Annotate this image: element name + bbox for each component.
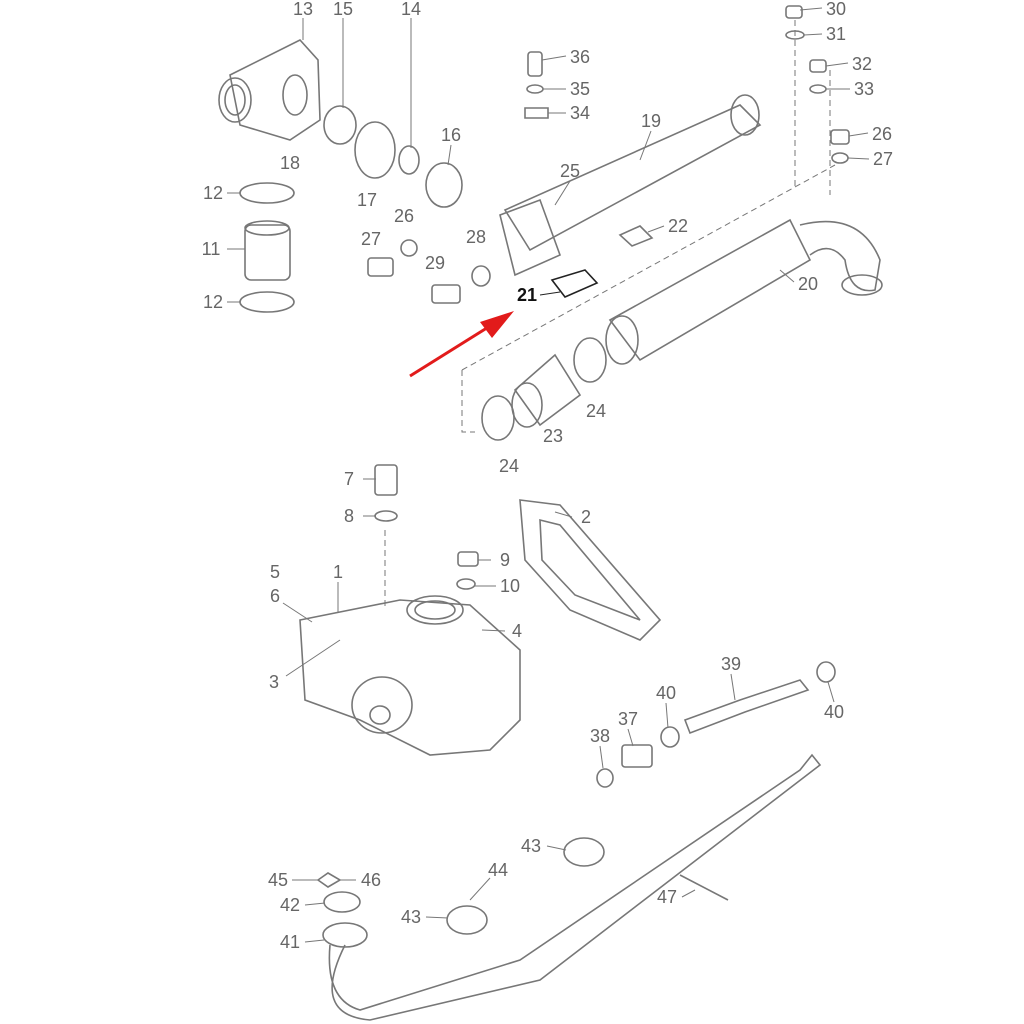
part-label-32: 32 [851, 54, 873, 74]
part-label-40b: 40 [823, 702, 845, 722]
gasket-22 [618, 225, 654, 247]
part-label-11: 11 [201, 239, 221, 259]
highlight-arrow [409, 311, 514, 378]
part-label-27: 27 [872, 149, 894, 169]
part-label-2: 2 [580, 507, 592, 527]
part-label-4: 4 [511, 621, 523, 641]
part-label-12b: 12 [202, 292, 224, 312]
gasket-2 [519, 499, 662, 641]
part-label-37: 37 [617, 709, 639, 729]
part-label-28: 28 [465, 227, 487, 247]
part-label-46: 46 [360, 870, 382, 890]
part-label-10: 10 [499, 576, 521, 596]
part-label-18: 18 [279, 153, 301, 173]
part-label-5: 5 [269, 562, 281, 582]
coolant-pipe-19 [499, 94, 762, 277]
part-label-45: 45 [267, 870, 289, 890]
part-label-27b: 27 [360, 229, 382, 249]
part-label-36: 36 [569, 47, 591, 67]
part-label-6: 6 [269, 586, 281, 606]
part-label-15: 15 [332, 0, 354, 19]
part-label-12: 12 [202, 183, 224, 203]
part-label-35: 35 [569, 79, 591, 99]
coolant-pipe-20 [605, 218, 883, 365]
part-label-19: 19 [640, 111, 662, 131]
part-label-23: 23 [542, 426, 564, 446]
part-label-25: 25 [559, 161, 581, 181]
part-label-44: 44 [487, 860, 509, 880]
part-label-14: 14 [400, 0, 422, 19]
part-label-30: 30 [825, 0, 847, 19]
pipe-parts-23-24 [481, 337, 607, 441]
part-label-40: 40 [655, 683, 677, 703]
part-label-24: 24 [585, 401, 607, 421]
thermostat-housing [218, 39, 321, 141]
part-label-21-highlighted: 21 [516, 285, 538, 305]
part-label-42: 42 [279, 895, 301, 915]
part-label-8: 8 [343, 506, 355, 526]
coolant-hose-41 [316, 753, 822, 1021]
part-label-33: 33 [853, 79, 875, 99]
guide-lines [384, 20, 836, 610]
part-label-47: 47 [656, 887, 678, 907]
part-label-3: 3 [268, 672, 280, 692]
part-label-20: 20 [797, 274, 819, 294]
part-label-7: 7 [343, 469, 355, 489]
part-label-16: 16 [440, 125, 462, 145]
part-label-26: 26 [871, 124, 893, 144]
gasket-21 [550, 269, 599, 298]
part-label-9: 9 [499, 550, 511, 570]
part-label-34: 34 [569, 103, 591, 123]
part-label-43b: 43 [400, 907, 422, 927]
part-label-1: 1 [332, 562, 344, 582]
part-label-22: 22 [667, 216, 689, 236]
part-label-43: 43 [520, 836, 542, 856]
part-label-17: 17 [356, 190, 378, 210]
leader-lines [227, 7, 870, 943]
part-label-39: 39 [720, 654, 742, 674]
part-label-41: 41 [279, 932, 301, 952]
part-label-38: 38 [589, 726, 611, 746]
part-label-13: 13 [292, 0, 314, 19]
hose-39 [660, 661, 836, 748]
part-label-29: 29 [424, 253, 446, 273]
fitting-37-38 [596, 744, 653, 788]
rings [239, 105, 491, 313]
part-label-31: 31 [825, 24, 847, 44]
part-label-24b: 24 [498, 456, 520, 476]
part-label-26b: 26 [393, 206, 415, 226]
water-pump [299, 464, 521, 756]
